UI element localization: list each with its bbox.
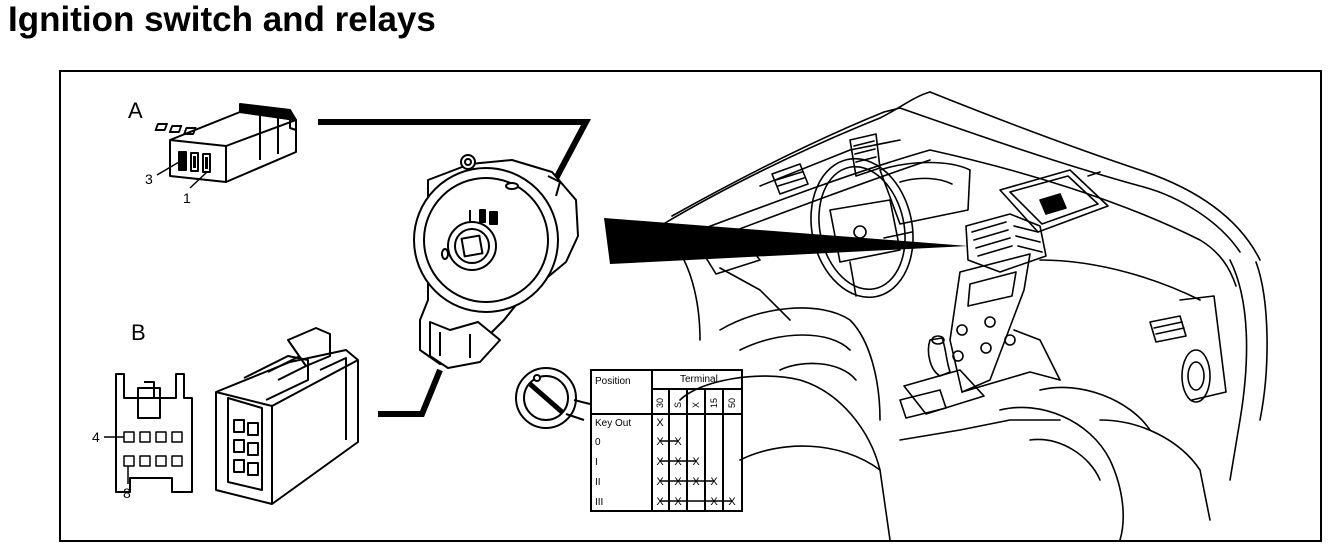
terminal-mark: X [710,496,718,508]
page-title: Ignition switch and relays [8,0,436,39]
table-row-position: II [595,477,601,488]
terminal-mark: X [710,476,718,488]
table-row-position: I [595,457,598,468]
dashboard-illustration [659,91,1268,541]
terminal-mark: X [656,456,664,468]
terminal-mark: X [656,417,664,429]
terminal-mark: X [656,496,664,508]
terminal-header: S [673,402,683,408]
terminal-mark: X [728,496,736,508]
connector-b: B 4 8 [92,320,359,505]
connector-a-pin-3: 3 [145,171,153,187]
connector-a: A 3 1 [128,98,297,206]
terminal-header: X [691,402,701,408]
terminal-mark: X [674,476,682,488]
table-header-terminal: Terminal [680,374,718,385]
terminal-header: 30 [655,398,665,408]
wiring-harness [318,119,591,417]
terminal-mark: X [674,496,682,508]
connector-b-pin-8: 8 [123,485,131,501]
projection-wedge [604,218,968,264]
terminal-mark: X [656,476,664,488]
table-row-position: Key Out [595,418,631,429]
terminal-mark: X [692,456,700,468]
connector-a-label: A [128,98,143,123]
ignition-switch [413,154,579,369]
terminal-mark: X [674,456,682,468]
key-position-icon [515,367,591,429]
connector-a-pin-1: 1 [183,190,191,206]
terminal-mark: X [692,476,700,488]
table-row-position: III [595,497,603,508]
terminal-header: 50 [727,398,737,408]
terminal-header: 15 [709,398,719,408]
terminal-mark: X [656,436,664,448]
table-header-position: Position [595,376,631,387]
table-row-position: 0 [595,437,601,448]
terminal-mark: X [674,436,682,448]
connector-b-label: B [131,320,146,345]
connector-b-pin-4: 4 [92,429,100,445]
